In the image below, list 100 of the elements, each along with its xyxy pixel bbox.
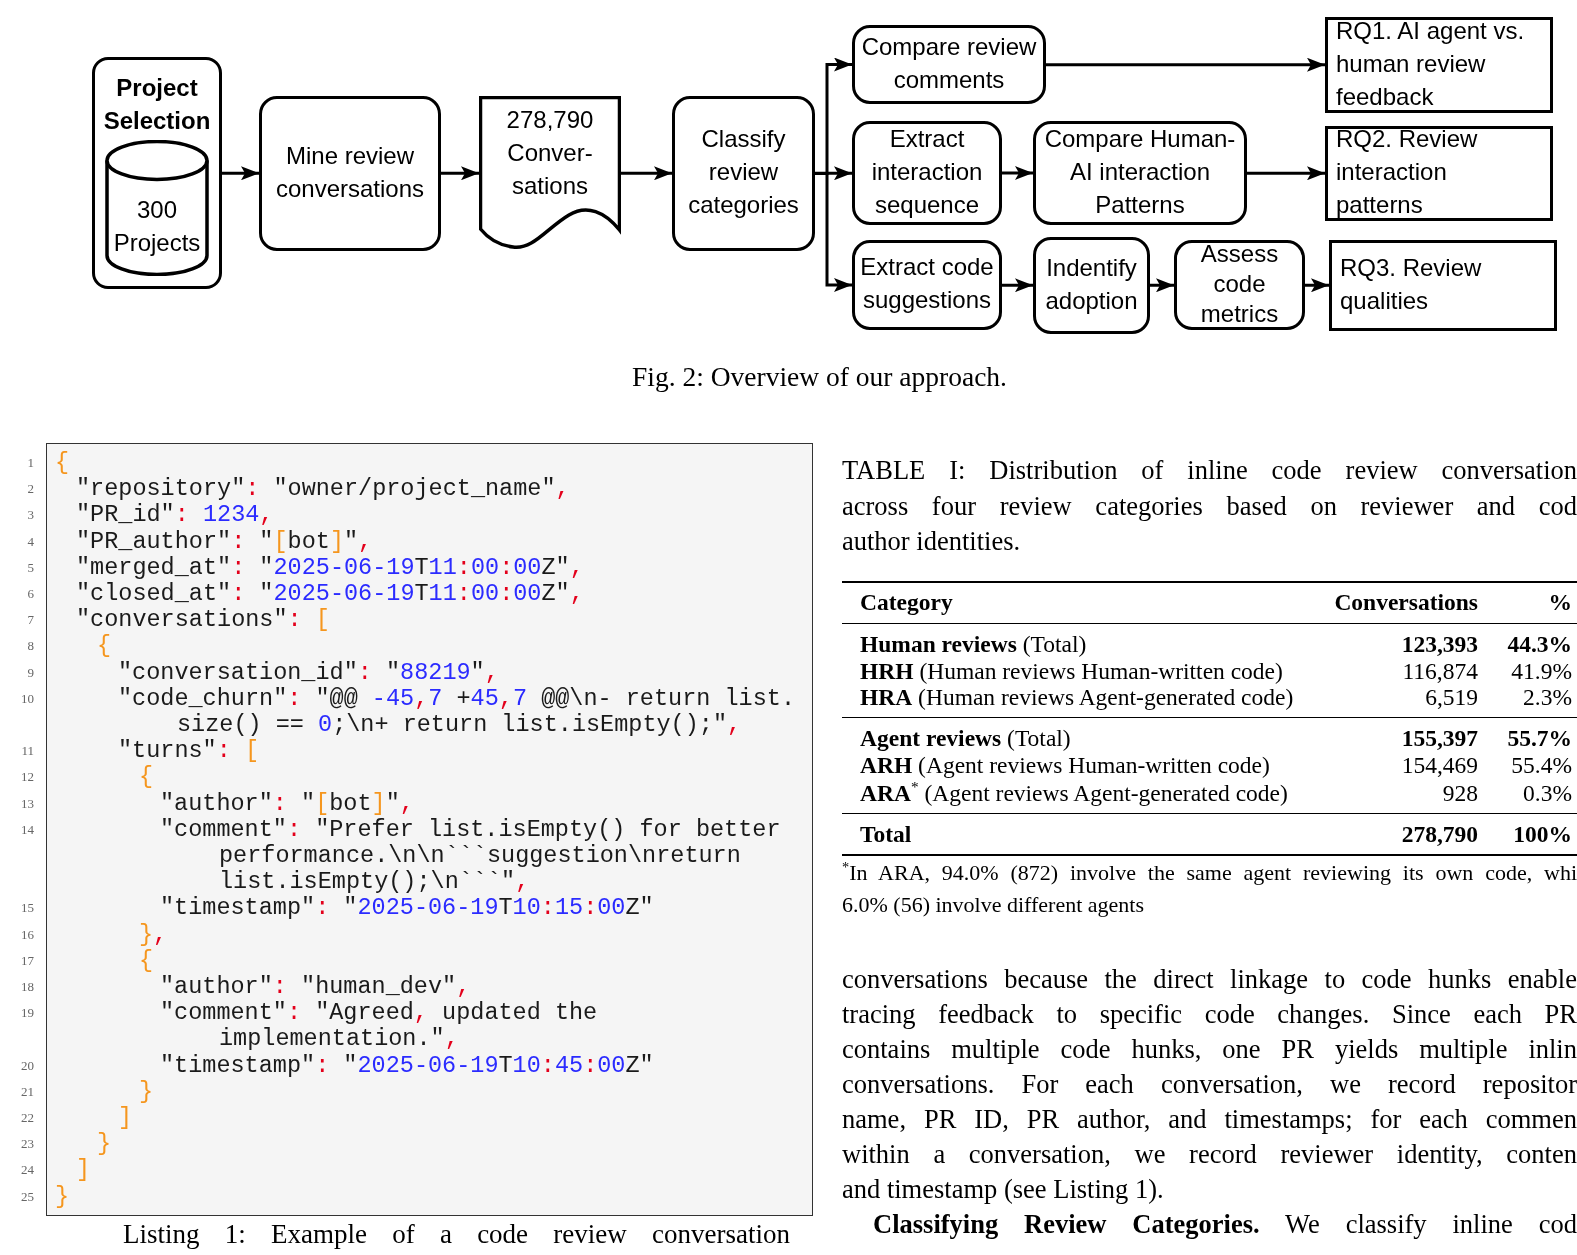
result-box [1325,126,1553,221]
arrow [1046,57,1325,72]
conversation-count: 154,469 [1401,752,1478,778]
line-number: 10 [21,689,34,708]
table-footnote: $^{*}$In ARA, 94.0% (872) involve the same agent reviewing its own code, whi 6.0% (56) involve different agents [842,857,1577,919]
line-number: 22 [21,1109,34,1128]
body-paragraph: conversations because the direct linkage to code hunks enable tracing feedback to specific code changes. Since each PR contains multiple code hunks, one PR yields multiple inlin conversations. For each conversation, we record repositor name, PR ID, PR author, and timestamps; for each commen within a conversation, we record reviewer identity, conten and timestamp (see Listing 1). [842,963,1577,1206]
code-line: ] [76,1156,91,1184]
conversation-count: 278,790 [1401,820,1478,847]
body-paragraph: Classifying Review Categories. We classify inline cod [873,1208,1577,1241]
code-line: "PR_id": 1234, [76,501,274,529]
line-number: 20 [21,1056,34,1075]
percentage-value: 100% [1513,820,1572,847]
conversation-count: 116,874 [1402,658,1478,684]
line-number: 11 [21,742,34,761]
process-box [852,121,1002,225]
category-label: HRH (Human reviews Human-written code) [860,658,1283,684]
line-number: 24 [21,1161,34,1180]
conversation-count: 155,397 [1401,725,1478,751]
category-label: Total [860,820,912,847]
code-line: } [139,1077,154,1105]
category-label: HRA (Human reviews Agent-generated code) [860,684,1294,710]
code-line: { [139,763,154,791]
code-line: ] [118,1104,133,1132]
percentage-value: 2.3% [1523,684,1572,710]
conversation-count: 928 [1442,780,1478,806]
table-caption: TABLE I: Distribution of inline code review conversation across four review categories based on reviewer and cod author identities. [842,454,1577,558]
line-number: 4 [27,532,34,551]
node-label: Mine review conversations [275,141,425,202]
arrow [815,172,852,292]
arrow [621,166,672,181]
conversation-count: 123,393 [1401,631,1478,657]
process-box [852,240,1002,330]
percentage-value: 55.4% [1511,752,1572,778]
line-number: 2 [27,480,34,499]
line-number: 17 [21,951,34,970]
code-line: "comment": "Prefer list.isEmpty() for better performance.\n\n```suggestion\nreturn list.isEmpty();\n```", [160,815,782,896]
database-cylinder [105,140,209,276]
arrow [1150,278,1174,293]
line-number: 12 [21,768,34,787]
column-header: Conversations [1334,589,1478,615]
arrow [1305,278,1329,293]
code-line: "author": "human_dev", [160,973,471,1001]
figure-caption: Fig. 2: Overview of our approach. [632,361,1007,392]
line-number: 23 [21,1135,34,1154]
line-number: 16 [21,925,34,944]
code-line: "conversations": [ [76,606,330,634]
line-number: 6 [27,585,34,603]
code-line: "repository": "owner/project_name", [76,475,570,503]
arrow [441,166,479,181]
document-shape [479,96,621,250]
node-label: RQ3. Review qualities [1340,253,1482,314]
line-number: 8 [27,637,34,656]
percentage-value: 55.7% [1507,725,1572,751]
percentage-value: 0.3% [1523,780,1572,806]
percentage-value: 41.9% [1511,658,1572,684]
category-label: Agent reviews (Total) [860,725,1071,751]
arrow [1002,166,1033,180]
result-box [1325,17,1553,113]
process-box [259,96,441,251]
percentage-value: 44.3% [1507,631,1572,657]
process-box [852,25,1046,104]
code-line: "timestamp": "2025-06-19T10:45:00Z" [160,1051,654,1079]
column-header: % [1548,589,1572,615]
node-label: 278,790 Conver- sations [506,106,594,199]
line-number: 1 [27,454,34,472]
line-number: 15 [21,899,34,918]
code-line: "merged_at": "2025-06-19T11:00:00Z", [76,553,584,581]
node-label: Extract code suggestions [860,253,994,313]
code-line: "closed_at": "2025-06-19T11:00:00Z", [76,580,584,607]
category-label: ARA$^{*}$ (Agent reviews Agent-generated code) [860,780,1288,806]
code-line: "conversation_id": "88219", [118,658,499,686]
process-box [1033,237,1150,334]
node-label: Indentify adoption [1045,253,1138,314]
category-label: ARH (Agent reviews Human-written code) [860,752,1270,778]
node-label: Assess code metrics [1200,240,1279,327]
code-line: } [97,1130,112,1158]
code-line: "turns": [ [118,737,260,765]
node-label: RQ1. AI agent vs. human review feedback [1336,16,1525,110]
code-line: "timestamp": "2025-06-19T10:15:00Z" [160,894,654,922]
line-number: 21 [21,1082,34,1101]
code-line: "author": "[bot]", [160,789,414,817]
code-line: "comment": "Agreed, updated the implementation.", [160,999,599,1053]
process-box [1174,240,1305,330]
process-box [1033,121,1247,225]
code-line: { [97,632,112,660]
node-label: RQ2. Review interaction patterns [1336,125,1478,218]
result-box [1329,240,1557,331]
line-number: 7 [27,611,34,630]
code-line: { [139,946,154,974]
line-number: 25 [21,1187,34,1206]
node-label: Compare review comments [861,32,1037,93]
process-box [672,96,815,251]
line-number: 14 [21,820,34,839]
line-number: 5 [27,558,34,577]
node-label: 300 Projects [113,196,201,256]
listing-caption: Listing 1: Example of a code review conversation [123,1219,790,1250]
code-line: "PR_author": "[bot]", [76,527,373,555]
arrow [1002,278,1033,293]
code-line: } [55,1182,70,1210]
